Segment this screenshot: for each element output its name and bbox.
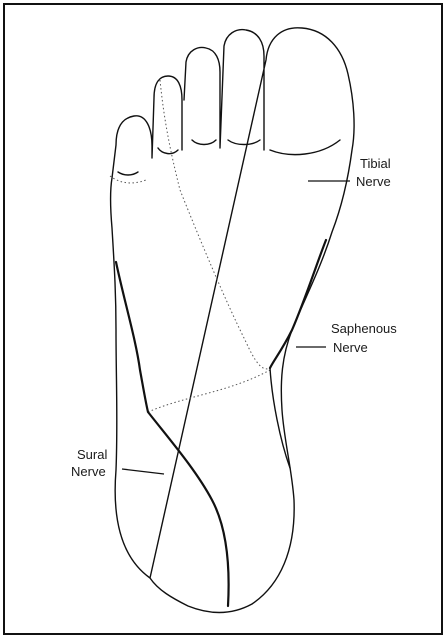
saphenous-nerve-label-line2: Nerve: [333, 340, 368, 355]
sural-nerve-label-line1: Sural: [77, 447, 107, 462]
tibial-nerve-label-line1: Tibial: [360, 156, 391, 171]
sural-nerve-label-line2: Nerve: [71, 464, 106, 479]
lateral-boundary-dotted: [110, 176, 146, 183]
tibial-nerve-label-line2: Nerve: [356, 174, 391, 189]
sural-thick-boundary: [116, 262, 229, 606]
saphenous-nerve-label-line1: Saphenous: [331, 321, 397, 336]
foot-outline: [111, 28, 355, 613]
heel-boundary-dotted: [148, 370, 270, 412]
figure-frame: [4, 4, 442, 634]
tibial-boundary-dotted: [160, 80, 270, 369]
medial-thick-boundary: [270, 240, 326, 368]
sural-leader: [122, 469, 164, 474]
